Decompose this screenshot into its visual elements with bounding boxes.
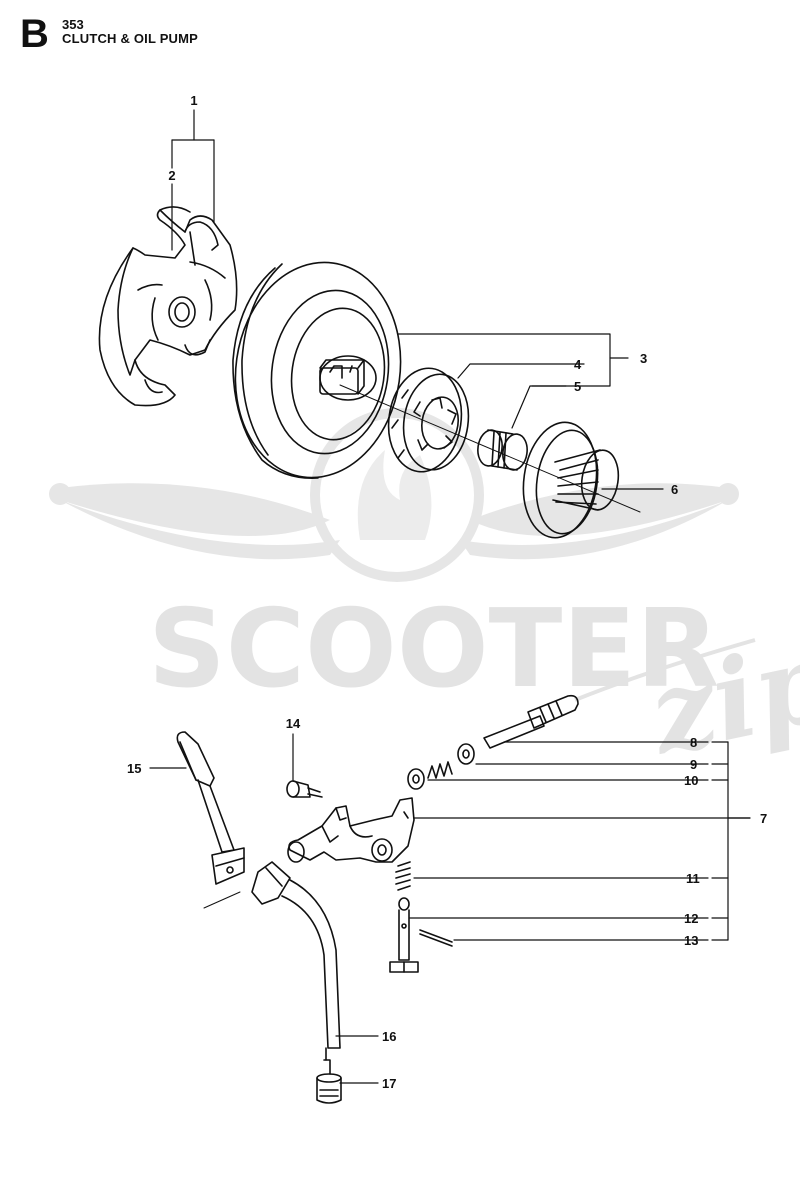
- needle-bearing-part-5: [477, 429, 528, 471]
- callout-5: 5: [574, 379, 581, 394]
- callout-4: 4: [574, 357, 582, 372]
- callout-17: 17: [382, 1076, 396, 1091]
- watermark-swoosh: [574, 638, 756, 702]
- clutch-assembly-part-1: [98, 206, 238, 407]
- leader-lines-top: [171, 109, 664, 490]
- callout-13: 13: [684, 933, 698, 948]
- pin-part-13: [419, 929, 453, 947]
- washer-part-9: [457, 743, 475, 765]
- leader-lines-bottom: [149, 733, 751, 1084]
- callout-14: 14: [286, 716, 301, 731]
- callout-2: 2: [168, 168, 175, 183]
- rim-sprocket-part-4: [387, 367, 470, 473]
- assembly-axis: [339, 384, 641, 513]
- callout-1: 1: [190, 93, 197, 108]
- callout-11: 11: [686, 871, 700, 886]
- callout-6: 6: [671, 482, 678, 497]
- callout-7: 7: [760, 811, 767, 826]
- section-letter: B: [20, 12, 49, 56]
- adjust-screw-part-12: [389, 897, 419, 973]
- callout-12: 12: [684, 911, 698, 926]
- pump-body-part-7: [287, 797, 415, 863]
- screw-part-14: [286, 780, 323, 798]
- callout-labels: 1 2 3 4 5 6 7 8 9 10 11 12 13 14 15 16 1…: [127, 93, 767, 1091]
- oil-filter-part-17: [316, 1059, 342, 1104]
- oil-pipe-part-15: [176, 731, 245, 909]
- spring-part-11: [395, 861, 411, 891]
- watermark-brand: SCOOTER: [148, 587, 719, 712]
- watermark-flame: [357, 450, 432, 540]
- callout-3: 3: [640, 351, 647, 366]
- pump-shaft-part-8: [483, 694, 579, 749]
- oil-hose-part-16: [251, 861, 341, 1061]
- callout-9: 9: [690, 757, 697, 772]
- callout-10: 10: [684, 773, 698, 788]
- spring-part-10: [407, 761, 453, 790]
- model-number: 353: [62, 17, 84, 32]
- watermark-ring: [310, 408, 484, 582]
- clutch-drum-part-3: [232, 261, 402, 479]
- callout-16: 16: [382, 1029, 396, 1044]
- callout-15: 15: [127, 761, 141, 776]
- washer-part-6: [522, 421, 620, 539]
- section-title: CLUTCH & OIL PUMP: [62, 31, 199, 46]
- callout-8: 8: [690, 735, 697, 750]
